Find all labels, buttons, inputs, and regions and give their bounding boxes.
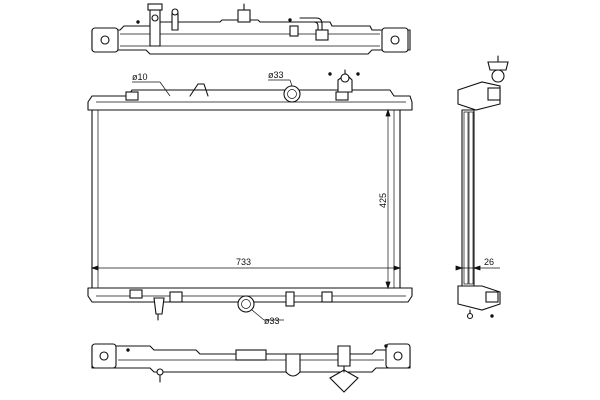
inlet-diameter: ø33 — [264, 316, 280, 326]
pipe-marker-icon — [151, 14, 159, 22]
lower-tank — [87, 287, 413, 303]
drain-plug — [153, 297, 165, 315]
center-cap — [237, 9, 251, 23]
side-filler-cap — [487, 61, 509, 71]
inlet-pipe — [237, 295, 255, 313]
upper-bracket — [335, 91, 349, 101]
bottom-view — [91, 343, 411, 393]
drain-nozzle — [285, 353, 301, 377]
outlet-pipe — [283, 85, 301, 103]
inlet-fitting — [329, 369, 359, 393]
side-view: 26 — [455, 55, 509, 320]
mount-hole-icon — [390, 35, 400, 45]
bent-pipe-fitting — [315, 29, 329, 41]
height-dimension: 425 — [378, 193, 388, 208]
upper-bracket — [125, 91, 139, 101]
front-view: 733 425 ø10 ø33 ø33 — [87, 69, 413, 326]
width-dimension: 733 — [236, 257, 251, 267]
outlet-diameter: ø33 — [268, 70, 284, 80]
mount-hole-icon — [100, 35, 110, 45]
mount-hole-icon — [393, 351, 403, 361]
depth-dimension: 26 — [484, 257, 494, 267]
top-view — [91, 3, 411, 55]
mount-hole-icon — [99, 351, 109, 361]
small-port-diameter: ø10 — [132, 72, 148, 82]
pipe-cap — [147, 3, 163, 11]
upper-left-pipe — [149, 7, 161, 47]
